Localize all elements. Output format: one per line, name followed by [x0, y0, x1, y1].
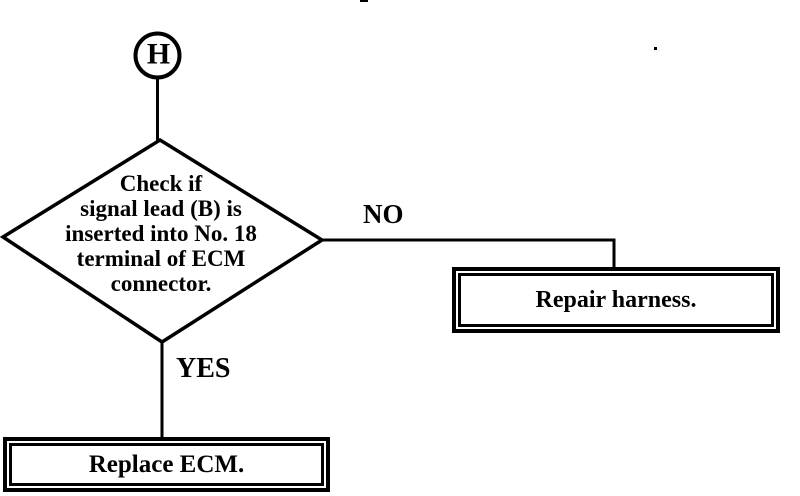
start-connector-label: H [146, 37, 170, 71]
decision-text-line: Check if [119, 171, 203, 196]
repair-harness-label: Repair harness. [458, 273, 774, 327]
decision-text-line: connector. [110, 271, 212, 296]
decision-text-line: inserted into No. 18 [65, 221, 257, 246]
scan-artifact-dot [654, 47, 657, 50]
replace-ecm-label: Replace ECM. [9, 443, 324, 486]
decision-text: Check if signal lead (B) is inserted int… [30, 171, 292, 296]
scan-artifact-top [360, 0, 368, 2]
decision-text-line: signal lead (B) is [80, 196, 242, 221]
repair-harness-box: Repair harness. [452, 267, 780, 333]
replace-ecm-box: Replace ECM. [3, 437, 330, 492]
decision-text-line: terminal of ECM [76, 246, 246, 271]
connector-line-no-branch [322, 238, 616, 268]
no-branch-label: NO [363, 199, 404, 229]
yes-branch-label: YES [176, 353, 231, 384]
